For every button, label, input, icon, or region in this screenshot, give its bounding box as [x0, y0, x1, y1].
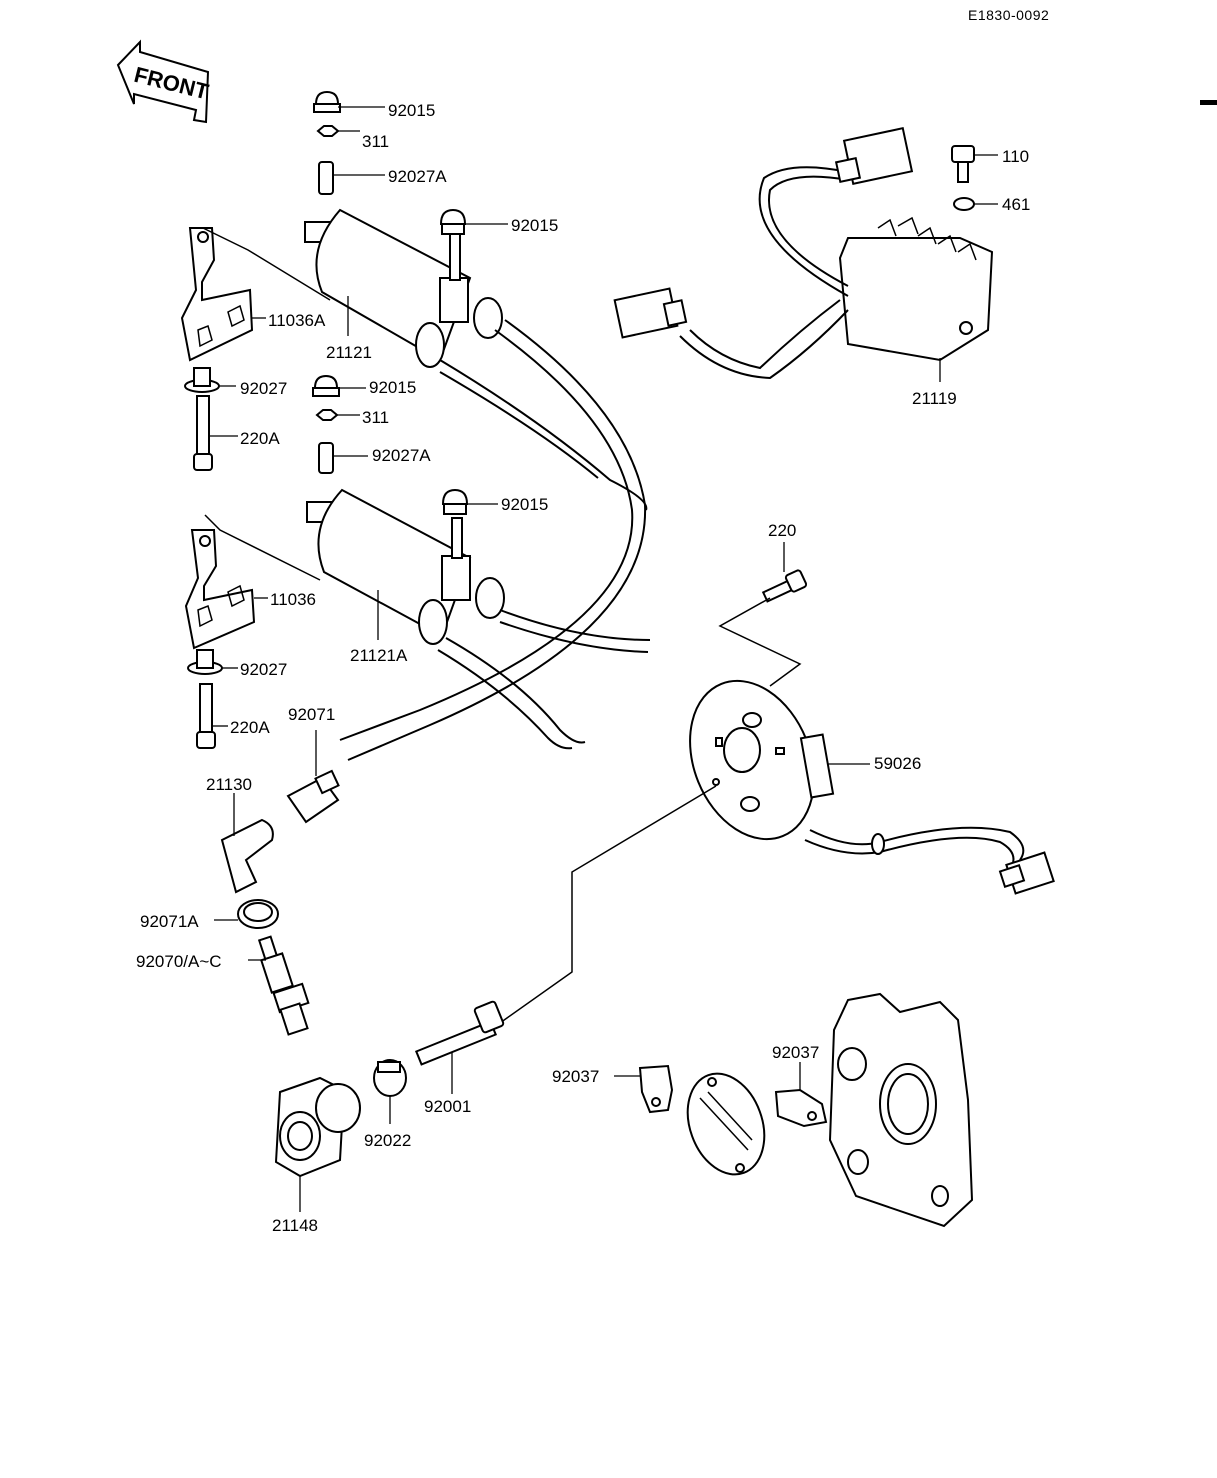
- label-92015-b: 92015: [511, 216, 558, 235]
- label-92015-a: 92015: [388, 101, 435, 120]
- cap-nut-92015-top-icon: [313, 90, 341, 113]
- high-tension-leads: [339, 319, 651, 761]
- label-11036: 11036: [270, 590, 316, 609]
- label-92071: 92071: [288, 705, 335, 724]
- page-edge-mark: [1200, 100, 1217, 105]
- label-461: 461: [1002, 195, 1030, 214]
- label-92001: 92001: [424, 1097, 471, 1116]
- connector-pickup-icon: [998, 851, 1055, 895]
- bolt-220A-top-icon: [193, 395, 213, 471]
- label-92070: 92070/A~C: [136, 952, 222, 971]
- nut-311-top-icon: [316, 125, 340, 137]
- ignition-coil-21121-icon: [304, 208, 503, 368]
- leader-220-bracket: [718, 597, 802, 687]
- nut-311-mid-icon: [315, 409, 339, 421]
- collar-92027A-top-icon: [318, 161, 334, 195]
- label-92015-d: 92015: [501, 495, 548, 514]
- diagram-code: E1830-0092: [968, 7, 1049, 23]
- label-92022: 92022: [364, 1131, 411, 1150]
- leader-lines: [209, 106, 998, 1212]
- bolt-220A-bottom-icon: [196, 683, 216, 749]
- gasket-cover-icon: [686, 1072, 766, 1176]
- cap-nut-92015-coil1-icon: [439, 208, 467, 235]
- clamp-92037-left-icon: [638, 1064, 674, 1114]
- bracket-11036-icon: [184, 514, 321, 650]
- label-92027-a: 92027: [240, 379, 287, 398]
- label-21148: 21148: [272, 1216, 318, 1235]
- label-21121A: 21121A: [350, 646, 408, 665]
- pickup-harness: [804, 826, 1025, 867]
- label-92037-b: 92037: [772, 1043, 819, 1062]
- pickup-coil-59026-icon: [689, 679, 835, 841]
- label-220A-b: 220A: [230, 718, 270, 737]
- washer-461-icon: [953, 197, 975, 211]
- label-92037-a: 92037: [552, 1067, 599, 1086]
- screw-220-icon: [761, 569, 808, 603]
- label-21130: 21130: [206, 775, 252, 794]
- regulator-21119-icon: [838, 216, 994, 362]
- collar-92027-bottom-icon: [187, 649, 223, 675]
- label-92027A-b: 92027A: [372, 446, 431, 465]
- advancer-21148-icon: [274, 1076, 361, 1178]
- label-21119: 21119: [912, 389, 957, 408]
- rotor-92022-icon: [373, 1059, 407, 1097]
- connector-left-icon: [613, 287, 688, 339]
- front-arrow-icon: FRONT: [116, 39, 212, 124]
- label-220: 220: [768, 521, 796, 540]
- label-92027A-a: 92027A: [388, 167, 447, 186]
- seal-92071A-icon: [237, 899, 279, 929]
- label-110: 110: [1002, 147, 1029, 166]
- plug-cap-21130-icon: [220, 818, 274, 894]
- label-311-b: 311: [362, 408, 389, 427]
- crankcase-cover-icon: [828, 992, 974, 1228]
- label-92071A: 92071A: [140, 912, 199, 931]
- leader-advancer: [489, 785, 717, 1031]
- label-220A-a: 220A: [240, 429, 280, 448]
- label-21121: 21121: [326, 343, 372, 362]
- cap-nut-92015-mid-icon: [312, 374, 340, 397]
- bolt-92001-icon: [414, 1000, 505, 1066]
- connector-top-icon: [834, 127, 914, 185]
- regulator-harness: [679, 166, 849, 380]
- label-59026: 59026: [874, 754, 921, 773]
- label-92027-b: 92027: [240, 660, 287, 679]
- label-92015-c: 92015: [369, 378, 416, 397]
- ignition-coil-21121A-icon: [306, 488, 505, 645]
- spark-plug-92070-icon: [257, 935, 310, 1036]
- cap-92071-icon: [286, 769, 340, 824]
- label-11036A: 11036A: [268, 311, 326, 330]
- collar-92027-top-icon: [184, 367, 220, 393]
- bolt-110-icon: [951, 145, 975, 183]
- cap-nut-92015-coil2-icon: [441, 488, 469, 515]
- label-311-a: 311: [362, 132, 389, 151]
- bracket-11036A-icon: [180, 227, 331, 362]
- collar-92027A-mid-icon: [318, 442, 334, 474]
